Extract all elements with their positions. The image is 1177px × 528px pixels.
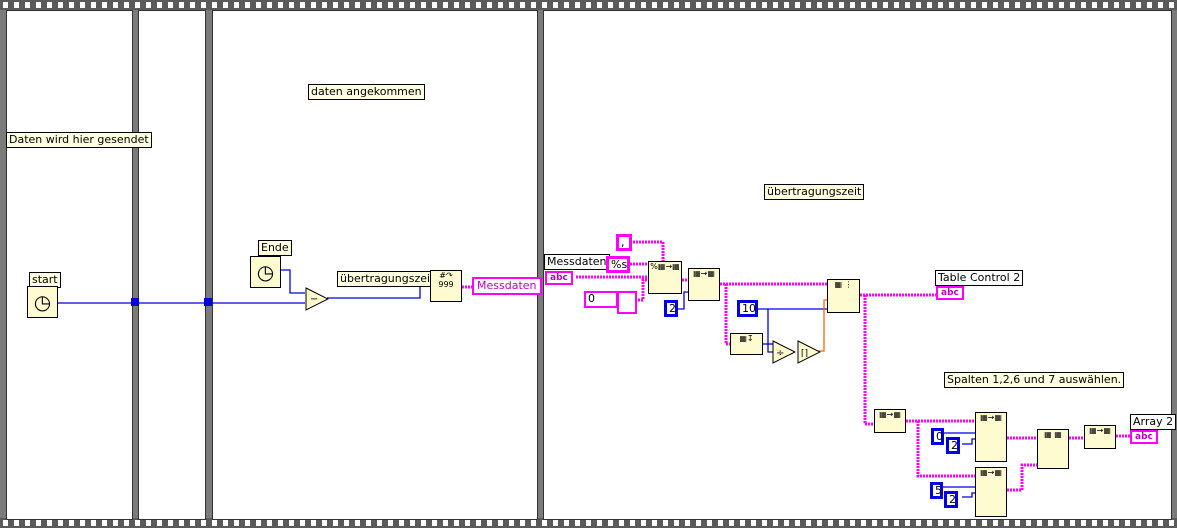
subtract-node[interactable]: − — [305, 287, 329, 311]
timer-label-ende: Ende — [258, 240, 292, 256]
messdaten-control[interactable]: abc — [545, 271, 573, 285]
array-subset-node[interactable]: ▦→▦ — [688, 268, 720, 301]
array-size-node[interactable]: ▦↧ — [730, 333, 763, 355]
constant-2[interactable]: 2 — [944, 491, 958, 508]
spreadsheet-string-to-array-node[interactable]: %▦→▦ — [648, 261, 682, 294]
sequence-frame-3[interactable] — [543, 10, 1172, 520]
comment-received: daten angekommen — [308, 84, 425, 100]
sequence-frame-0[interactable] — [6, 10, 133, 520]
delimiter-constant[interactable]: , — [616, 234, 632, 251]
round-up-node[interactable]: ⌈⌉ — [797, 340, 821, 364]
sequence-frame-1[interactable] — [138, 10, 206, 520]
sequence-tunnel — [204, 298, 212, 306]
array-subset-node[interactable]: ▦→▦ — [975, 412, 1007, 462]
comment-transfer-time: übertragungszeit — [764, 184, 865, 200]
array-2-indicator[interactable]: abc — [1130, 430, 1158, 444]
array-subset-node[interactable]: ▦→▦ — [975, 467, 1007, 517]
table-label: Table Control 2 — [935, 270, 1024, 286]
constant-2[interactable]: 2 — [946, 437, 960, 454]
svg-text:÷: ÷ — [776, 348, 784, 359]
svg-text:−: − — [310, 294, 318, 305]
constant-10[interactable]: 10 — [737, 300, 758, 317]
comment-select-columns: Spalten 1,2,6 und 7 auswählen. — [944, 372, 1125, 388]
constant-2[interactable]: 2 — [664, 300, 678, 317]
clock-icon[interactable]: ◷ — [27, 286, 58, 318]
control-label-messdaten: Messdaten — [544, 254, 610, 270]
sequence-top-border — [0, 0, 1177, 10]
comment-sending: Daten wird hier gesendet — [6, 132, 152, 148]
table-control-2-indicator[interactable]: abc — [936, 286, 964, 300]
svg-text:⌈⌉: ⌈⌉ — [801, 349, 808, 359]
constant-0[interactable]: 0 — [931, 428, 944, 445]
numeric-control[interactable]: 0 — [584, 291, 618, 308]
clock-icon[interactable]: ◷ — [250, 256, 281, 288]
build-array-node[interactable]: ▦ ▦ — [1037, 429, 1069, 469]
sequence-bottom-border — [0, 518, 1177, 528]
transpose-node[interactable]: ▦→▦ — [874, 409, 906, 433]
sequence-tunnel — [131, 298, 139, 306]
divide-node[interactable]: ÷ — [772, 340, 796, 364]
array-label: Array 2 — [1130, 414, 1177, 430]
number-to-string-node[interactable]: #↷999 — [430, 270, 462, 302]
transpose-node[interactable]: ▦→▦ — [1084, 425, 1116, 449]
messdaten-indicator[interactable]: Messdaten — [472, 277, 542, 295]
local-variable-uebertragungszeit[interactable]: übertragungszeit — [337, 271, 438, 287]
constant-5[interactable]: 5 — [930, 482, 943, 499]
format-constant[interactable]: %s — [606, 256, 630, 273]
string-control[interactable] — [617, 291, 637, 314]
wire-end-time — [280, 269, 305, 294]
reshape-array-node[interactable]: ▦ ⋮ — [827, 279, 860, 313]
timer-label-start: start — [29, 272, 61, 288]
